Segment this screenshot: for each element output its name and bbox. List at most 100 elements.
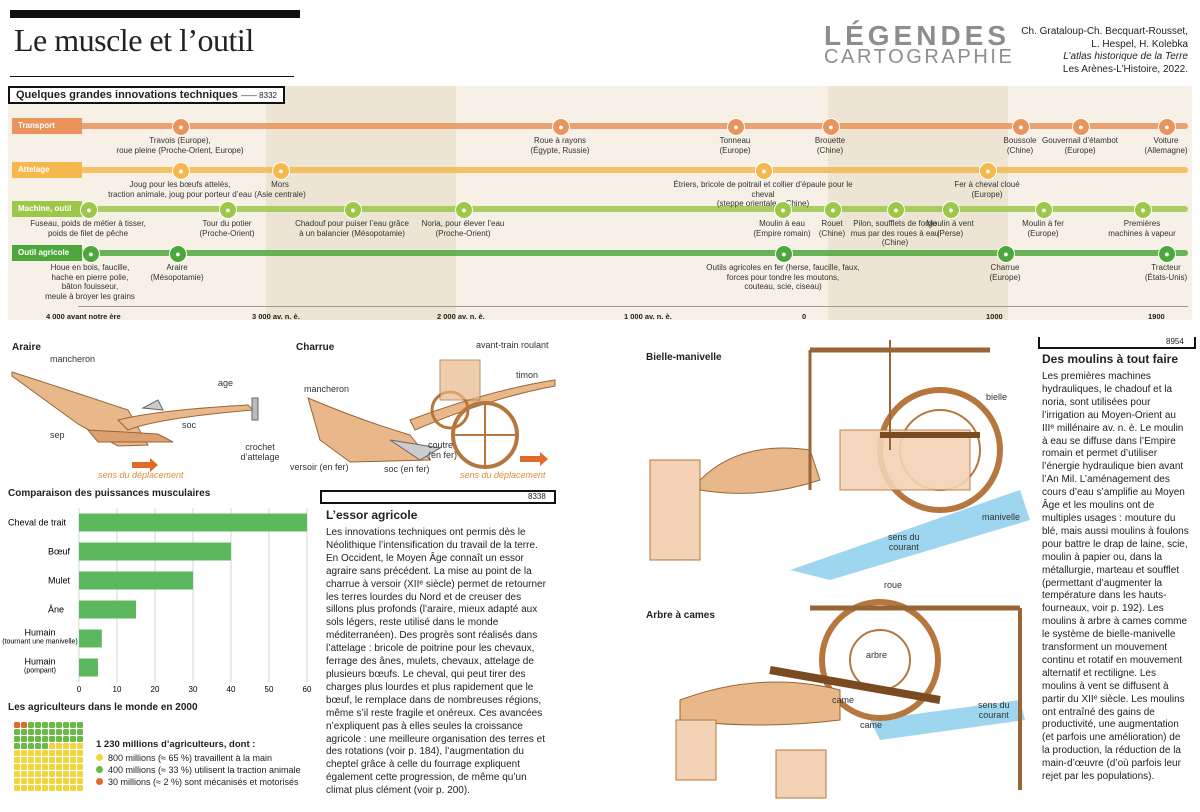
- farmers-grid-cell: [35, 785, 41, 791]
- farmers-grid-cell: [77, 764, 83, 770]
- farmers-grid-cell: [35, 729, 41, 735]
- iron-tools-icon: ●: [775, 245, 793, 263]
- timeline-event-label: Tonneau (Europe): [719, 136, 751, 155]
- timeline-row-tag: Transport: [12, 118, 82, 134]
- timeline-axis-tick: 1 000 av. n. è.: [624, 312, 672, 321]
- label-soc-charrue: soc (en fer): [384, 464, 430, 474]
- timeline-row-line: [78, 167, 1188, 173]
- farmers-legend-item: 400 millions (≈ 33 %) utilisent la tract…: [96, 764, 301, 776]
- farmers-grid-cell: [21, 743, 27, 749]
- moulins-code: 8954: [1166, 337, 1184, 346]
- farmers-grid-cell: [14, 736, 20, 742]
- credit-line: L’atlas historique de la Terre: [1063, 51, 1188, 62]
- label-mancheron: mancheron: [50, 354, 96, 364]
- farmers-grid-cell: [14, 729, 20, 735]
- horseshoe-icon: ●: [979, 162, 997, 180]
- farmers-grid-cell: [35, 722, 41, 728]
- legend-text: 800 millions (≈ 65 %) travaillent à la m…: [108, 753, 273, 763]
- farmers-grid-cell: [35, 736, 41, 742]
- chart-tick-label: 40: [227, 685, 236, 694]
- farmers-grid-cell: [42, 785, 48, 791]
- farmers-grid-cell: [28, 729, 34, 735]
- label-courant-2: sens du courant: [978, 700, 1010, 720]
- araire-direction: sens du déplacement: [98, 470, 184, 480]
- farmers-grid-cell: [21, 757, 27, 763]
- chart-bar: [79, 513, 307, 532]
- araire-drawing: [11, 371, 259, 472]
- timeline-event-label: Travois (Europe), roue pleine (Proche-Or…: [116, 136, 244, 155]
- farmers-grid-cell: [42, 778, 48, 784]
- timeline-axis-tick: 1000: [986, 312, 1003, 321]
- farmers-grid-cell: [63, 729, 69, 735]
- farmers-grid-cell: [42, 764, 48, 770]
- timeline-event-label: Moulin à fer (Europe): [1022, 219, 1064, 238]
- farmers-grid-cell: [49, 785, 55, 791]
- essor-code: 8338: [528, 492, 546, 501]
- timeline-axis-tick: 4 000 avant notre ère: [46, 312, 121, 321]
- chart-category-note: (pompant): [24, 668, 56, 675]
- watermill-icon: ●: [774, 201, 792, 219]
- wheel-icon: ●: [172, 118, 190, 136]
- credit-line: L. Hespel, H. Kolebka: [1091, 38, 1188, 50]
- legend-swatch: [96, 778, 103, 785]
- timeline-row-line: [78, 206, 1188, 212]
- timeline-event-label: Brouette (Chine): [814, 136, 846, 155]
- credit-line: Les Arènes-L’Histoire, 2022.: [1062, 63, 1188, 75]
- farmers-grid-cell: [14, 750, 20, 756]
- charrue-direction: sens du déplacement: [460, 470, 546, 480]
- farmers-grid-cell: [63, 785, 69, 791]
- farmers-grid-cell: [35, 743, 41, 749]
- farmers-grid-cell: [28, 771, 34, 777]
- farmers-grid-cell: [63, 757, 69, 763]
- legend-swatch: [96, 766, 103, 773]
- farmers-grid-cell: [35, 764, 41, 770]
- chart-bar: [79, 600, 136, 619]
- farmers-grid-cell: [56, 771, 62, 777]
- bielle-drawing: [649, 340, 1030, 580]
- farmers-grid-cell: [63, 750, 69, 756]
- farmers-grid-cell: [56, 750, 62, 756]
- farmers-grid-cell: [70, 722, 76, 728]
- compass-icon: ●: [1012, 118, 1030, 136]
- farmers-grid-cell: [49, 743, 55, 749]
- cames-title: Arbre à cames: [646, 610, 715, 621]
- timeline-band: [266, 86, 456, 320]
- label-roue: roue: [884, 580, 903, 590]
- farmers-grid-cell: [56, 743, 62, 749]
- farmers-grid-cell: [49, 736, 55, 742]
- farmers-grid-cell: [56, 722, 62, 728]
- label-sep: sep: [50, 430, 65, 440]
- farmers-grid-cell: [70, 750, 76, 756]
- farmers-grid-cell: [56, 785, 62, 791]
- label-came-2: came: [860, 720, 883, 730]
- chart-bar: [79, 571, 193, 590]
- page-title: Le muscle et l’outil: [14, 22, 254, 58]
- chart-category-label: Mulet: [48, 576, 71, 586]
- timeline-event-label: Premières machines à vapeur: [1108, 219, 1176, 238]
- farmers-grid-cell: [35, 757, 41, 763]
- farmers-grid-cell: [77, 722, 83, 728]
- timeline-row-tag: Machine, outil: [12, 201, 82, 217]
- farmers-grid-cell: [70, 729, 76, 735]
- farmers-title: Les agriculteurs dans le monde en 2000: [8, 702, 198, 713]
- farmers-grid-cell: [70, 771, 76, 777]
- label-versoir: versoir (en fer): [290, 462, 349, 472]
- farmers-grid-cell: [35, 771, 41, 777]
- farmers-grid-cell: [77, 771, 83, 777]
- farmers-grid-cell: [35, 750, 41, 756]
- farmers-grid-cell: [56, 757, 62, 763]
- timeline-event-label: Fuseau, poids de métier à tisser, poids …: [30, 219, 146, 238]
- chart-x-axis-label: Indicateur de puissance musculaire: [182, 695, 308, 696]
- tractor-icon: ●: [1158, 245, 1176, 263]
- farmers-grid-cell: [42, 736, 48, 742]
- farmers-grid-cell: [42, 722, 48, 728]
- label-timon: timon: [516, 370, 539, 380]
- farmers-grid-cell: [63, 722, 69, 728]
- timeline-axis-tick: 1900: [1148, 312, 1165, 321]
- chart-tick-label: 30: [189, 685, 198, 694]
- moulins-box: [1038, 337, 1196, 349]
- timeline-event-label: Fer à cheval cloué (Europe): [954, 180, 1020, 199]
- timeline-row-tag: Outil agricole: [12, 245, 82, 261]
- farmers-grid-cell: [42, 750, 48, 756]
